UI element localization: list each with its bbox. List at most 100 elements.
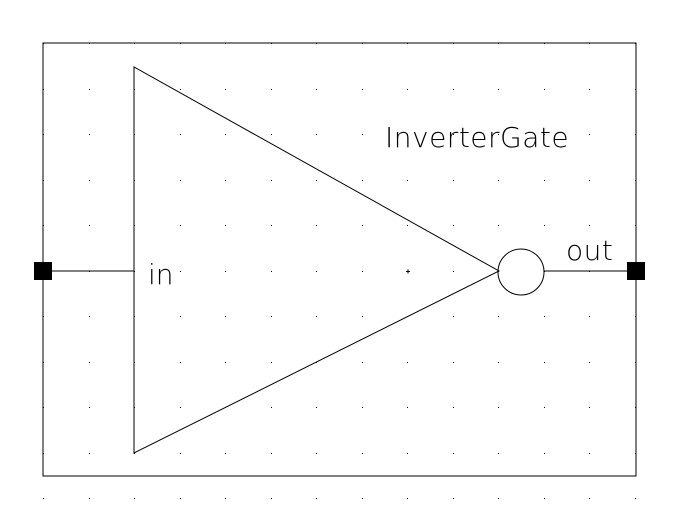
input-pin-label: in (148, 258, 174, 291)
grid-dot (362, 316, 363, 317)
grid-dot (225, 271, 226, 272)
grid-dot (271, 316, 272, 317)
grid-dot (134, 498, 135, 499)
grid-dot (225, 89, 226, 90)
grid-dot (271, 271, 272, 272)
grid-dot (362, 453, 363, 454)
grid-dot (498, 89, 499, 90)
grid-dot (316, 453, 317, 454)
grid-dot (407, 134, 408, 135)
grid-dot (544, 180, 545, 181)
grid-dot (589, 134, 590, 135)
grid-dot (316, 271, 317, 272)
grid-dot (271, 453, 272, 454)
grid-dot (271, 362, 272, 363)
grid-dot (453, 180, 454, 181)
grid-dot (544, 225, 545, 226)
grid-dot (362, 225, 363, 226)
grid-dot (498, 498, 499, 499)
grid-dot (544, 498, 545, 499)
grid-dot (453, 453, 454, 454)
grid-dot (316, 498, 317, 499)
grid-dot (225, 498, 226, 499)
grid-dot (453, 362, 454, 363)
grid-dot (362, 362, 363, 363)
grid-dot (589, 225, 590, 226)
grid-dot (453, 225, 454, 226)
inverter-triangle[interactable] (133, 66, 501, 454)
grid-dot (180, 180, 181, 181)
origin-marker (406, 269, 410, 274)
grid-dot (89, 498, 90, 499)
grid-dot (316, 407, 317, 408)
output-pin-label: out (566, 234, 613, 267)
grid-dot (453, 134, 454, 135)
grid-dot (225, 134, 226, 135)
grid-dot (180, 407, 181, 408)
grid-dot (544, 89, 545, 90)
grid-dot (362, 271, 363, 272)
inversion-bubble (497, 248, 545, 296)
grid-dot (635, 498, 636, 499)
grid-dot (544, 316, 545, 317)
grid-dot (180, 498, 181, 499)
grid-dot (589, 316, 590, 317)
grid-dot (316, 225, 317, 226)
grid-dot (89, 180, 90, 181)
grid-dot (544, 134, 545, 135)
grid-dot (271, 89, 272, 90)
grid-dot (498, 134, 499, 135)
grid-dot (316, 316, 317, 317)
grid-dot (544, 362, 545, 363)
grid-dot (407, 225, 408, 226)
grid-dot (589, 362, 590, 363)
grid-dot (225, 225, 226, 226)
grid-dot (407, 180, 408, 181)
grid-dot (589, 180, 590, 181)
grid-dot (316, 180, 317, 181)
grid-dot (453, 407, 454, 408)
grid-dot (544, 407, 545, 408)
grid-dot (407, 453, 408, 454)
grid-dot (589, 498, 590, 499)
grid-dot (180, 362, 181, 363)
grid-dot (89, 407, 90, 408)
grid-dot (271, 407, 272, 408)
grid-dot (180, 89, 181, 90)
grid-dot (498, 362, 499, 363)
grid-dot (407, 362, 408, 363)
grid-dot (453, 271, 454, 272)
grid-dot (89, 89, 90, 90)
grid-dot (453, 89, 454, 90)
input-pin[interactable] (34, 262, 52, 280)
grid-dot (89, 225, 90, 226)
grid-dot (498, 316, 499, 317)
grid-dot (180, 134, 181, 135)
grid-dot (225, 453, 226, 454)
grid-dot (180, 225, 181, 226)
grid-dot (362, 407, 363, 408)
grid-dot (180, 271, 181, 272)
grid-dot (89, 362, 90, 363)
grid-dot (362, 89, 363, 90)
grid-dot (316, 89, 317, 90)
grid-dot (271, 498, 272, 499)
symbol-boundary[interactable] (42, 42, 637, 477)
grid-dot (225, 362, 226, 363)
grid-dot (407, 498, 408, 499)
grid-dot (498, 453, 499, 454)
grid-dot (180, 316, 181, 317)
grid-dot (89, 453, 90, 454)
grid-dot (225, 316, 226, 317)
grid-dot (271, 180, 272, 181)
grid-dot (589, 453, 590, 454)
grid-dot (407, 89, 408, 90)
grid-dot (271, 225, 272, 226)
output-pin[interactable] (627, 262, 645, 280)
grid-dot (362, 134, 363, 135)
grid-dot (453, 316, 454, 317)
grid-dot (498, 225, 499, 226)
grid-dot (453, 498, 454, 499)
grid-dot (498, 180, 499, 181)
